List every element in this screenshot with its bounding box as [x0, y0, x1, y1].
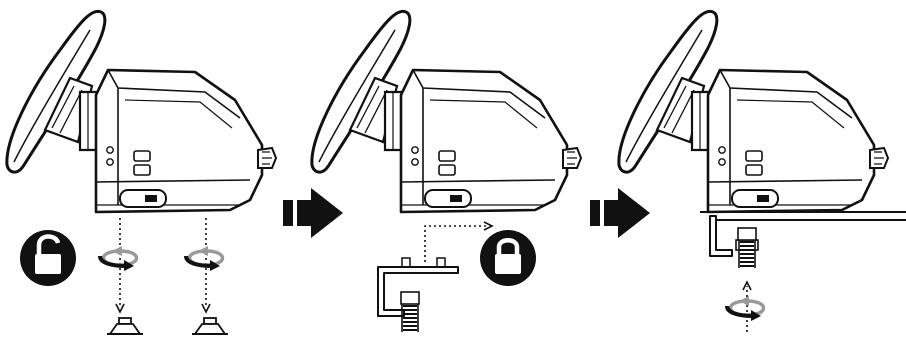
right-arrow-icon: [590, 188, 650, 238]
insertion-path: [424, 225, 488, 262]
lock-icon: [480, 230, 536, 286]
step-2-panel: [310, 9, 583, 333]
table-clamp-illustration: [377, 257, 459, 333]
suction-foot-icon: [106, 317, 144, 335]
unlock-icon: [20, 230, 76, 286]
table-edge: [700, 211, 906, 221]
suction-foot-icon: [191, 317, 229, 335]
step-3-panel: [617, 9, 906, 332]
right-arrow-icon: [283, 188, 343, 238]
wheel-base-illustration: [5, 9, 278, 214]
wheel-base-illustration: [617, 9, 890, 214]
rotate-icon: [725, 294, 766, 323]
table-clamp-illustration: [709, 215, 759, 269]
rotate-icon: [184, 244, 225, 273]
rotate-icon: [98, 244, 139, 273]
wheel-base-illustration: [310, 9, 583, 214]
step-1-panel: [5, 9, 278, 335]
